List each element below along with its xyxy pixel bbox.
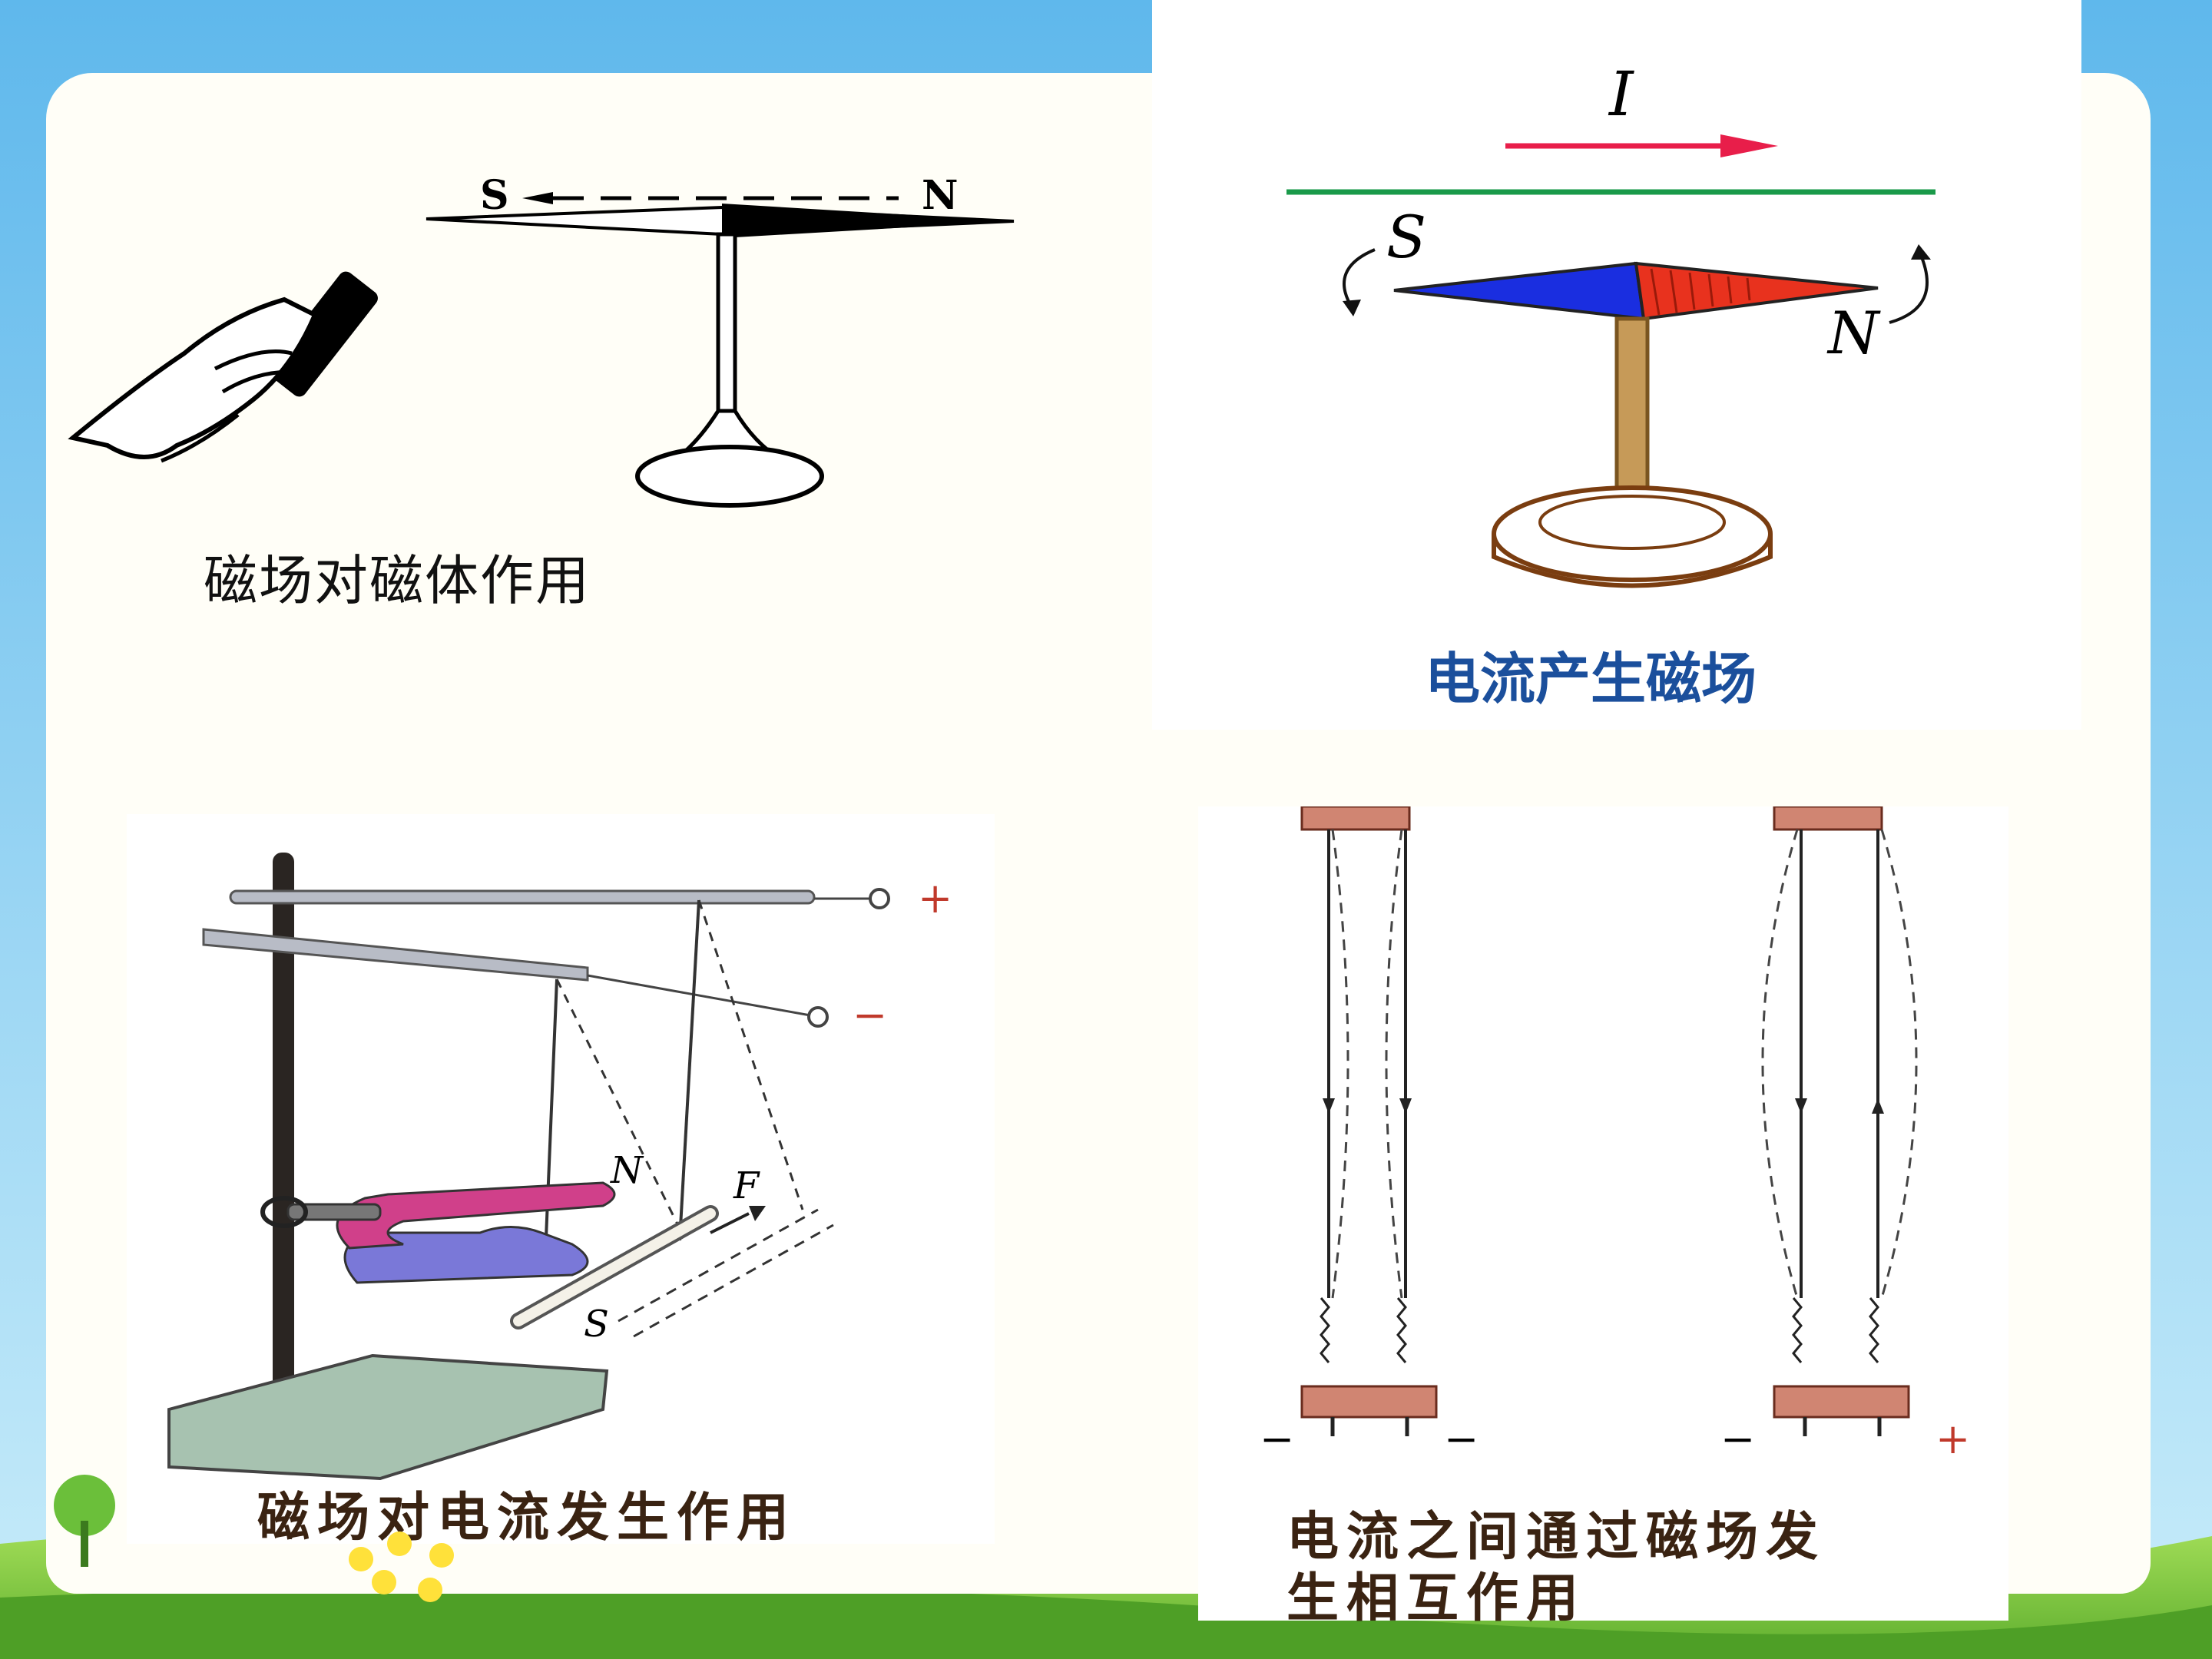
panel-magnet-on-magnet: S N (61, 138, 1060, 614)
force-arrowhead (749, 1206, 766, 1221)
caption-current-magnetic-field: 电流产生磁场 (1425, 647, 1757, 711)
tree-trunk (81, 1521, 88, 1567)
conductor-rod-swung (618, 1208, 819, 1323)
wire-right-swung (697, 899, 804, 1210)
hand-fingers (161, 349, 300, 463)
left-wires-attracted (1331, 829, 1403, 1299)
right-top-block (1773, 805, 1883, 831)
clamp-ring (260, 1196, 308, 1228)
magnet-compass-diagram: S N (68, 172, 1015, 508)
oersted-diagram: I S N (1286, 58, 1936, 588)
flower-decoration (54, 1475, 454, 1602)
stand-rod (273, 853, 294, 1429)
panel-currents-interaction: − − − + 电流之间通过磁场发 生相互作用 (1198, 805, 2008, 1629)
rotation-arrowhead-left (1343, 300, 1361, 316)
caption-currents-line2: 生相互作用 (1286, 1568, 1587, 1629)
stand-base (1492, 485, 1773, 582)
current-balance-diagram: + − N S F (167, 853, 952, 1481)
stand-base-inner (1538, 495, 1726, 550)
needle-hatch (1650, 268, 1751, 316)
compass-stand-base (635, 445, 824, 508)
right-minus: − (1720, 1415, 1755, 1463)
left-top-block (1300, 805, 1411, 831)
lower-lead (587, 974, 811, 1017)
conductor-rod-swung-b (633, 1224, 834, 1338)
pole-n-label: N (922, 172, 959, 219)
rotation-arrowhead-right (1911, 244, 1931, 260)
left-arrow-b (1399, 1098, 1412, 1114)
left-bottom-block (1300, 1385, 1438, 1419)
right-wires-repelled (1761, 829, 1918, 1299)
plus-label: + (918, 874, 952, 922)
wire-left (544, 979, 558, 1257)
flower-icons (349, 1532, 454, 1602)
left-minus-a: − (1260, 1415, 1294, 1463)
right-bottom-block (1773, 1385, 1910, 1419)
minus-label: − (853, 991, 887, 1039)
force-arrow (710, 1212, 750, 1234)
compass-stand-post (716, 232, 737, 413)
compass-needle-n-half (722, 204, 1014, 238)
magnet-clamp (286, 1203, 382, 1221)
right-arrow-a (1795, 1098, 1807, 1114)
stand-base-rim (1492, 534, 1773, 588)
left-minus-b: − (1444, 1415, 1479, 1463)
parallel-currents-diagram: − − − + (1260, 805, 1970, 1463)
tree-icon (54, 1475, 115, 1536)
terminal-plus (869, 888, 890, 909)
needle-s-half (1393, 261, 1646, 321)
caption-magnet-on-magnet: 磁场对磁体作用 (204, 549, 591, 612)
lower-arm (202, 928, 589, 982)
right-springs (1792, 1297, 1879, 1363)
hand (68, 296, 318, 459)
pole-s-label: S (584, 1303, 609, 1346)
current-label: I (1608, 58, 1634, 130)
needle-n-half (1634, 261, 1879, 321)
needle-s-label: S (1386, 203, 1426, 271)
pole-s-label: S (480, 172, 509, 219)
stand-base (167, 1353, 609, 1481)
needle-n-label: N (1826, 299, 1881, 367)
conductor-rod-inner (513, 1208, 716, 1326)
wire-left-swung (555, 979, 685, 1237)
bar-magnet (267, 271, 378, 397)
field-arrow (522, 192, 553, 204)
caption-field-on-current: 磁场对电流发生作用 (257, 1487, 797, 1548)
current-arrow-head (1720, 134, 1778, 157)
terminal-minus (807, 1006, 829, 1028)
rotation-arrow-right (1889, 253, 1929, 324)
left-arrow-a (1323, 1098, 1335, 1114)
right-plus: + (1936, 1415, 1970, 1463)
rotation-arrow-left (1343, 248, 1376, 309)
force-label: F (733, 1164, 760, 1207)
pole-n-label: N (610, 1149, 644, 1192)
upper-arm (229, 889, 816, 905)
wire-right (678, 899, 700, 1241)
magnet-s-pole (343, 1226, 589, 1284)
left-springs (1320, 1297, 1407, 1363)
panel-field-on-current: + − N S F 磁场对电流发生作用 (127, 814, 995, 1548)
caption-currents-line1: 电流之间通过磁场发 (1286, 1506, 1826, 1568)
right-arrow-b (1872, 1098, 1884, 1114)
panel-current-magnetic-field: I S N (1152, 0, 2081, 730)
